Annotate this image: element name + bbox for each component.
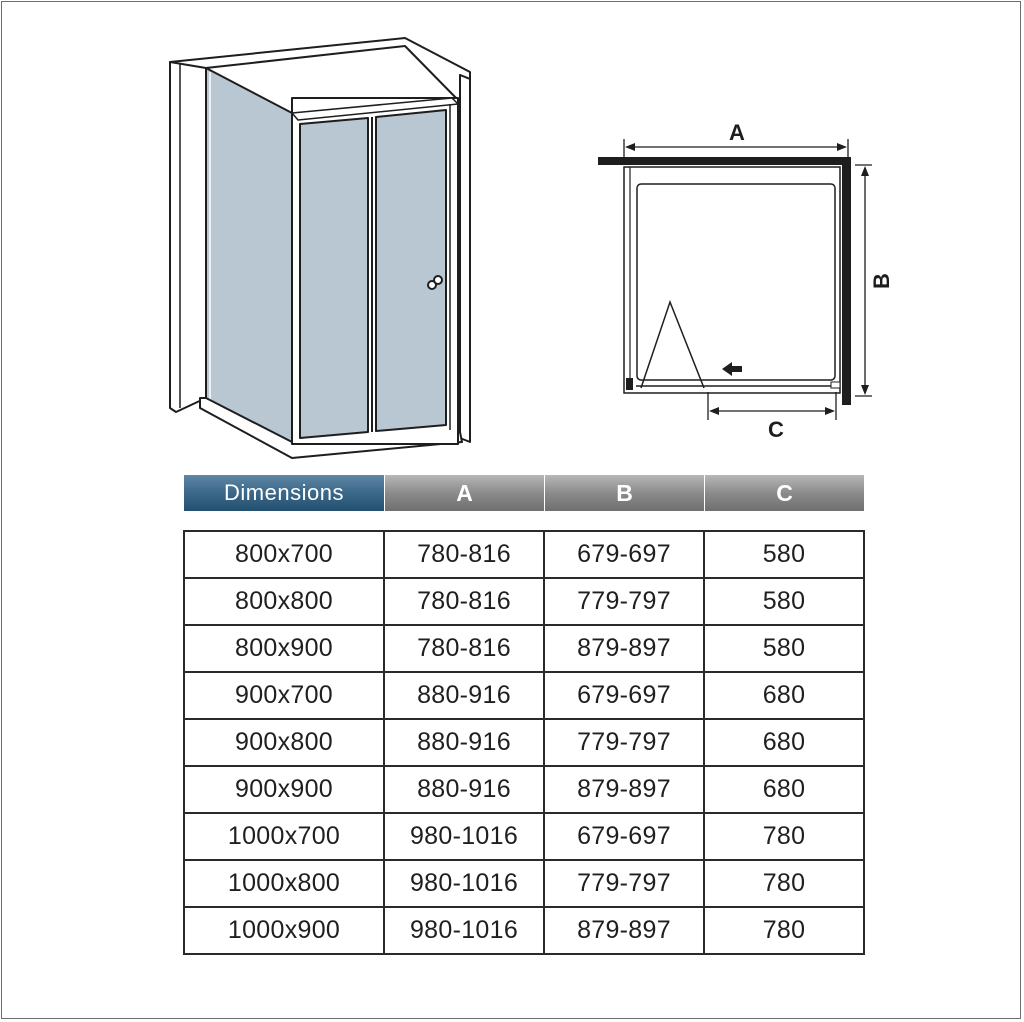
cell-a: 980-1016: [383, 812, 545, 861]
cell-b: 679-697: [543, 671, 705, 720]
header-c: C: [704, 475, 864, 511]
cell-size: 1000x900: [183, 906, 385, 955]
plan-wall-top: [598, 157, 844, 165]
cell-c: 580: [703, 624, 865, 673]
cell-size: 1000x700: [183, 812, 385, 861]
cell-b: 879-897: [543, 624, 705, 673]
cell-c: 780: [703, 812, 865, 861]
cell-c: 780: [703, 906, 865, 955]
dimension-a: [623, 139, 849, 162]
cell-c: 780: [703, 859, 865, 908]
cell-a: 780-816: [383, 530, 545, 579]
cell-a: 780-816: [383, 624, 545, 673]
cell-a: 780-816: [383, 577, 545, 626]
header-dimensions: Dimensions: [184, 475, 384, 511]
plan-view-diagram: [598, 139, 872, 420]
cell-size: 800x900: [183, 624, 385, 673]
cell-size: 800x800: [183, 577, 385, 626]
dimension-b: [855, 164, 872, 397]
table-row: 900x700 880-916 679-697 680: [183, 671, 865, 720]
table-row: 900x900 880-916 879-897 680: [183, 765, 865, 814]
cell-c: 680: [703, 718, 865, 767]
cell-b: 879-897: [543, 906, 705, 955]
cell-a: 980-1016: [383, 859, 545, 908]
cell-c: 580: [703, 530, 865, 579]
table-row: 800x800 780-816 779-797 580: [183, 577, 865, 626]
cell-size: 800x700: [183, 530, 385, 579]
cell-b: 879-897: [543, 765, 705, 814]
cell-a: 880-916: [383, 671, 545, 720]
cell-c: 580: [703, 577, 865, 626]
cell-size: 900x700: [183, 671, 385, 720]
table-row: 1000x900 980-1016 879-897 780: [183, 906, 865, 955]
table-header: Dimensions A B C: [184, 475, 864, 511]
plan-enclosure: [623, 166, 841, 394]
shower-enclosure-3d: [169, 37, 471, 459]
door-panel-right: [375, 109, 447, 432]
label-b: B: [869, 273, 894, 289]
cell-size: 900x900: [183, 765, 385, 814]
table-row: 900x800 880-916 779-797 680: [183, 718, 865, 767]
header-b: B: [544, 475, 704, 511]
header-a: A: [384, 475, 544, 511]
plan-wall-right: [842, 157, 851, 405]
dimensions-table: 800x700 780-816 679-697 580 800x800 780-…: [183, 530, 865, 955]
cell-b: 779-797: [543, 577, 705, 626]
dimension-c: [707, 392, 837, 420]
cell-b: 679-697: [543, 530, 705, 579]
cell-c: 680: [703, 671, 865, 720]
cell-b: 779-797: [543, 718, 705, 767]
shower-illustration: A B C: [169, 37, 894, 459]
table-row: 800x900 780-816 879-897 580: [183, 624, 865, 673]
cell-a: 980-1016: [383, 906, 545, 955]
slide-arrow-icon: [722, 362, 742, 376]
right-wall: [459, 74, 471, 443]
cell-a: 880-916: [383, 765, 545, 814]
cell-size: 900x800: [183, 718, 385, 767]
table-row: 1000x800 980-1016 779-797 780: [183, 859, 865, 908]
cell-size: 1000x800: [183, 859, 385, 908]
cell-c: 680: [703, 765, 865, 814]
cell-b: 779-797: [543, 859, 705, 908]
door-handle-icon: [427, 275, 443, 290]
label-c: C: [768, 417, 784, 442]
left-wall: [169, 61, 207, 413]
cell-a: 880-916: [383, 718, 545, 767]
label-a: A: [729, 120, 745, 145]
side-glass-panel: [205, 67, 293, 449]
cell-b: 679-697: [543, 812, 705, 861]
door-swing: [640, 299, 705, 389]
table-row: 800x700 780-816 679-697 580: [183, 530, 865, 579]
table-row: 1000x700 980-1016 679-697 780: [183, 812, 865, 861]
door-panel-left: [299, 117, 369, 439]
